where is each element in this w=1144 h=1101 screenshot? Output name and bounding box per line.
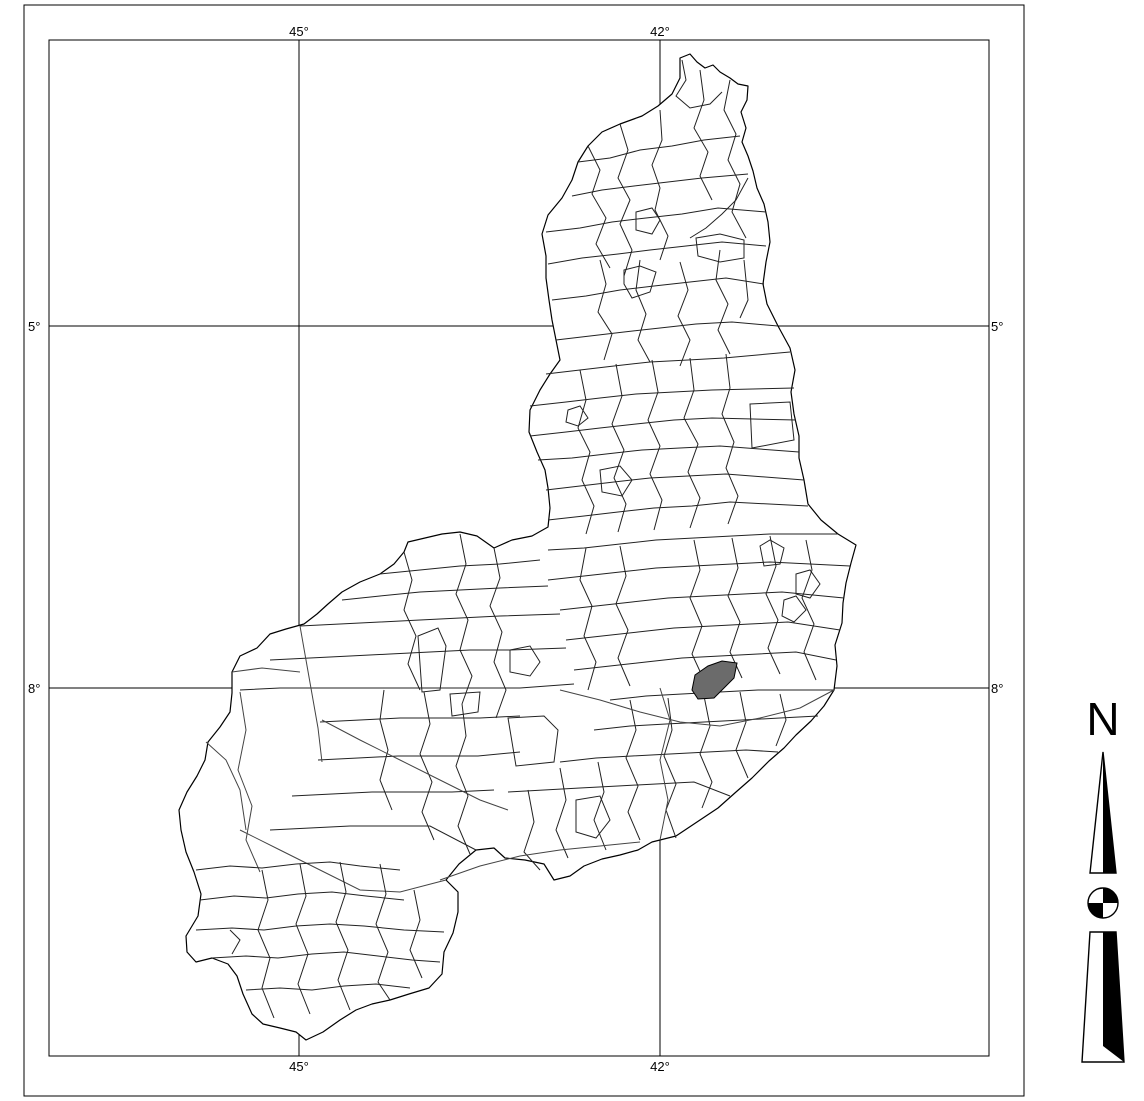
north-arrow: N [1081, 693, 1125, 1063]
top-label-west: 45° [289, 24, 309, 39]
highlighted-municipality [691, 660, 738, 700]
municipality-boundaries [195, 59, 851, 1019]
right-label-south: 8° [991, 681, 1003, 696]
graticule-labels: 45° 42° 45° 42° 5° 8° 5° 8° [28, 24, 1003, 1074]
bottom-label-east: 42° [650, 1059, 670, 1074]
outer-frame [23, 4, 1025, 1097]
north-arrow-circle-quadrant-b [1088, 903, 1103, 918]
north-letter: N [1086, 693, 1119, 745]
north-arrow-lower-fill [1103, 932, 1124, 1062]
north-arrow-upper-fill [1103, 752, 1116, 873]
left-label-north: 5° [28, 319, 40, 334]
north-arrow-circle-quadrant-a [1103, 888, 1118, 903]
right-label-north: 5° [991, 319, 1003, 334]
top-label-east: 42° [650, 24, 670, 39]
left-label-south: 8° [28, 681, 40, 696]
bottom-label-west: 45° [289, 1059, 309, 1074]
